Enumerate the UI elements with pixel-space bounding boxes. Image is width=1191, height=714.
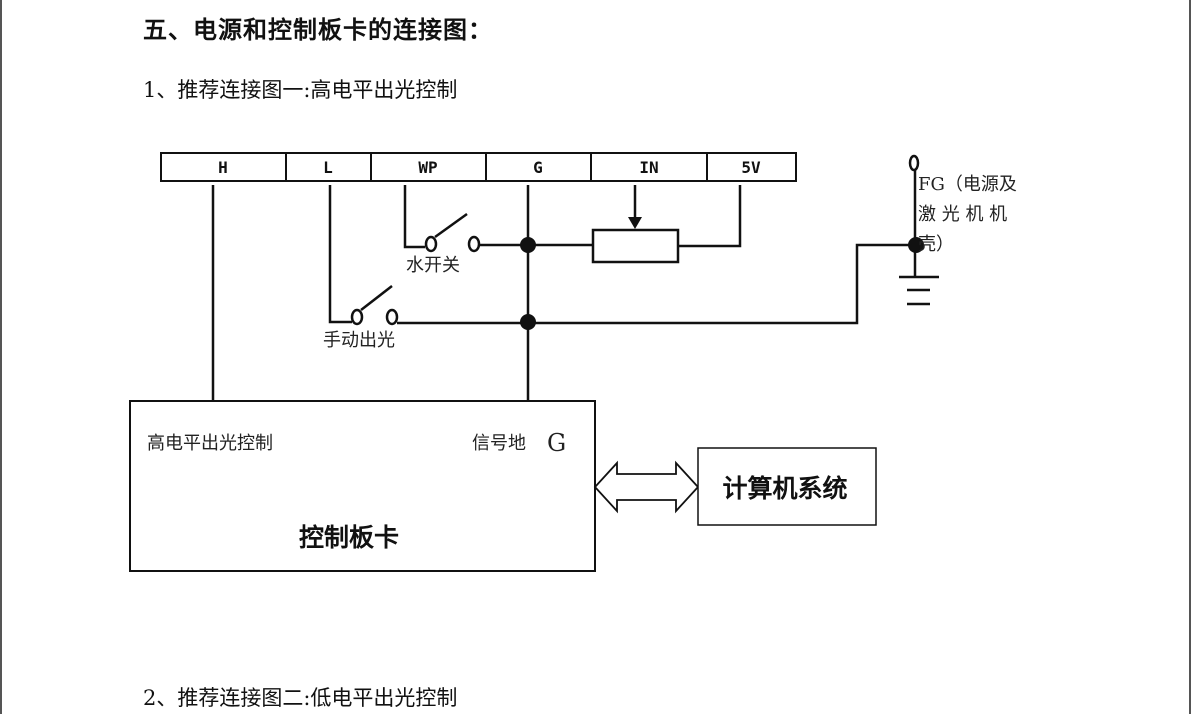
fg-label-line3: 壳） [918, 234, 954, 255]
terminal-in: IN [639, 158, 658, 177]
junction-dot [520, 237, 536, 253]
terminal-l: L [323, 158, 333, 177]
wire-manual-to-fg [397, 243, 915, 325]
board-high-level-label: 高电平出光控制 [147, 433, 273, 454]
page-border-right [1189, 0, 1191, 714]
terminal-g: G [533, 158, 543, 177]
board-signal-ground-letter: G [547, 429, 566, 457]
terminal-strip: H L WP G IN 5V [160, 152, 797, 182]
switch-icon [424, 212, 481, 253]
terminal-5v: 5V [741, 158, 761, 177]
manual-emit-label: 手动出光 [323, 330, 395, 351]
fg-terminal [908, 154, 924, 276]
board-signal-ground-label: 信号地 [472, 433, 526, 454]
section-heading: 五、电源和控制板卡的连接图： [143, 16, 493, 44]
ground-icon [899, 275, 939, 306]
wire-5v [678, 185, 742, 248]
fg-label-line2: 激 光 机 机 [918, 204, 1007, 225]
fg-label-line1: FG（电源及 [918, 174, 1017, 195]
computer-system-label: 计算机系统 [722, 474, 847, 503]
potentiometer-icon [591, 185, 680, 264]
board-title: 控制板卡 [299, 523, 399, 552]
switch-icon [350, 285, 399, 326]
terminal-h: H [218, 158, 228, 177]
terminal-strip-frame [160, 152, 797, 182]
junction-dot [520, 314, 536, 330]
wire-wp [403, 185, 425, 249]
computer-system-box: 计算机系统 [697, 447, 877, 526]
double-arrow-icon [593, 460, 700, 514]
page-border-left [0, 0, 2, 714]
water-switch-label: 水开关 [406, 255, 460, 276]
control-board: 高电平出光控制 信号地 G 控制板卡 [129, 400, 596, 572]
subheading-1: 1、推荐连接图一:高电平出光控制 [143, 78, 458, 102]
subheading-2: 2、推荐连接图二:低电平出光控制 [143, 686, 458, 710]
wire-l [328, 185, 352, 324]
terminal-wp: WP [418, 158, 437, 177]
